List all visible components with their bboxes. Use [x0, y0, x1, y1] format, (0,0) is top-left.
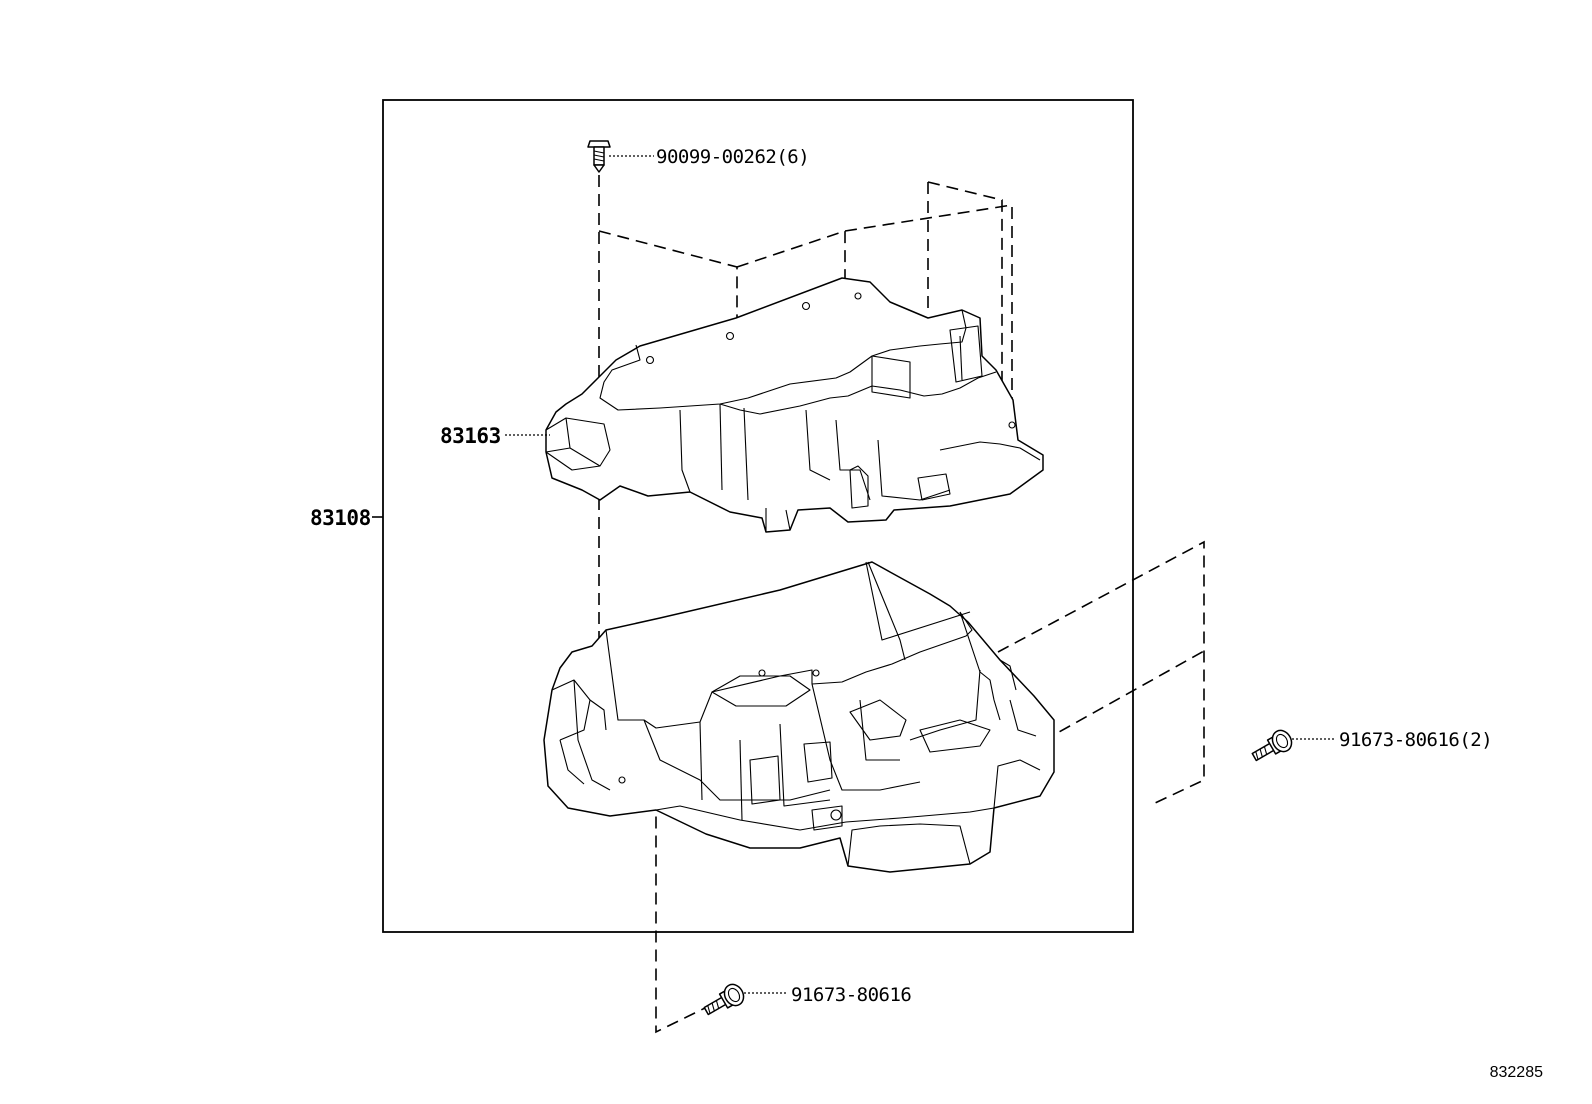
leader-lines: [372, 155, 1336, 994]
bottom-screw-icon: [703, 983, 745, 1016]
label-top-screw: 90099-00262(6): [656, 146, 809, 168]
label-assembly: 83108: [310, 506, 371, 530]
right-screw-icon: [1251, 729, 1293, 762]
lower-housing-part: [543, 561, 1055, 873]
label-right-screw: 91673-80616(2): [1339, 729, 1492, 751]
top-screw-icon: [587, 140, 611, 173]
upper-cover-part: [545, 277, 1044, 533]
label-bottom-screw: 91673-80616: [791, 984, 911, 1006]
assembly-frame: [382, 99, 1134, 933]
figure-number: 832285: [1490, 1064, 1543, 1081]
label-upper-cover: 83163: [440, 424, 501, 448]
